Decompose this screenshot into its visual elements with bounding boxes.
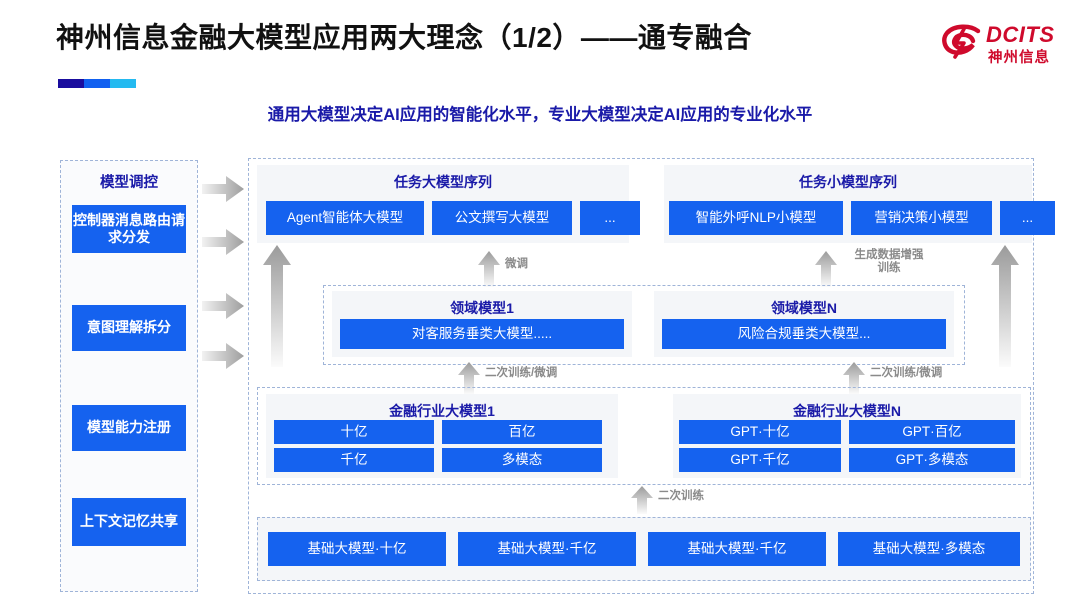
sidebar-item-intent-parsing[interactable]: 意图理解拆分 bbox=[72, 305, 186, 351]
domain-model-group: 领域模型1 对客服务垂类大模型..... 领域模型N 风险合规垂类大模型... bbox=[323, 285, 965, 365]
domain-model-right-box[interactable]: 风险合规垂类大模型... bbox=[662, 319, 946, 349]
model-control-panel: 模型调控 控制器消息路由请求分发 意图理解拆分 模型能力注册 上下文记忆共享 bbox=[60, 160, 198, 592]
task-large-model-box-more[interactable]: ... bbox=[580, 201, 640, 235]
page-subtitle: 通用大模型决定AI应用的智能化水平，专业大模型决定AI应用的专业化水平 bbox=[267, 106, 813, 124]
flow-arrow-data-aug bbox=[815, 251, 837, 287]
flow-arrow-up-right-tall bbox=[991, 245, 1019, 367]
swoosh-icon bbox=[942, 24, 982, 62]
base-model-group: 基础大模型·十亿 基础大模型·千亿 基础大模型·千亿 基础大模型·多模态 bbox=[257, 517, 1031, 581]
task-small-model-box-more[interactable]: ... bbox=[1000, 201, 1055, 235]
task-large-model-panel: 任务大模型序列 Agent智能体大模型 公文撰写大模型 ... bbox=[257, 165, 640, 243]
task-small-model-panel: 任务小模型序列 智能外呼NLP小模型 营销决策小模型 ... bbox=[664, 165, 1055, 243]
base-model-box-3[interactable]: 基础大模型·千亿 bbox=[648, 532, 826, 566]
task-small-model-box-1[interactable]: 智能外呼NLP小模型 bbox=[669, 201, 843, 235]
industry-left-box-3[interactable]: 千亿 bbox=[274, 448, 434, 472]
task-large-model-box-2[interactable]: 公文撰写大模型 bbox=[432, 201, 572, 235]
logo-brand: DCITS bbox=[986, 22, 1055, 47]
flow-arrow-right-4 bbox=[202, 343, 244, 369]
flow-arrow-retrain-center bbox=[631, 486, 653, 514]
domain-model-left-box[interactable]: 对客服务垂类大模型..... bbox=[340, 319, 624, 349]
industry-right-box-2[interactable]: GPT·百亿 bbox=[849, 420, 1015, 444]
industry-right-box-1[interactable]: GPT·十亿 bbox=[679, 420, 841, 444]
label-data-aug-line1: 生成数据增强 bbox=[854, 249, 924, 261]
task-small-model-box-2[interactable]: 营销决策小模型 bbox=[851, 201, 992, 235]
domain-model-right-panel: 领域模型N 风险合规垂类大模型... bbox=[654, 291, 954, 357]
sidebar-item-controller-routing[interactable]: 控制器消息路由请求分发 bbox=[72, 205, 186, 253]
domain-model-right-title: 领域模型N bbox=[770, 300, 838, 316]
industry-right-box-3[interactable]: GPT·千亿 bbox=[679, 448, 841, 472]
page-title: 神州信息金融大模型应用两大理念（1/2）——通专融合 bbox=[56, 22, 752, 53]
architecture-diagram: 任务大模型序列 Agent智能体大模型 公文撰写大模型 ... 任务小模型序列 … bbox=[248, 158, 1055, 594]
domain-model-left-panel: 领域模型1 对客服务垂类大模型..... bbox=[332, 291, 632, 357]
industry-left-box-1[interactable]: 十亿 bbox=[274, 420, 434, 444]
base-model-box-1[interactable]: 基础大模型·十亿 bbox=[268, 532, 446, 566]
industry-model-right-panel: 金融行业大模型N GPT·十亿 GPT·百亿 GPT·千亿 GPT·多模态 bbox=[673, 394, 1021, 478]
label-retrain-finetune-right: 二次训练/微调 bbox=[870, 367, 943, 379]
flow-arrow-fine-tune bbox=[478, 251, 500, 287]
company-logo: DCITS 神州信息 bbox=[942, 20, 1066, 72]
flow-arrow-up-left-tall bbox=[263, 245, 291, 367]
task-large-model-title: 任务大模型序列 bbox=[394, 174, 492, 190]
label-fine-tune: 微调 bbox=[505, 258, 528, 270]
industry-model-right-title: 金融行业大模型N bbox=[792, 403, 902, 419]
industry-model-left-title: 金融行业大模型1 bbox=[389, 403, 495, 419]
base-model-box-2[interactable]: 基础大模型·千亿 bbox=[458, 532, 636, 566]
label-retrain: 二次训练 bbox=[658, 490, 704, 502]
sidebar-item-capability-registry[interactable]: 模型能力注册 bbox=[72, 405, 186, 451]
domain-model-left-title: 领域模型1 bbox=[450, 300, 514, 316]
sidebar-title: 模型调控 bbox=[100, 175, 158, 191]
accent-bar bbox=[58, 79, 136, 88]
logo-brand-cn: 神州信息 bbox=[988, 50, 1050, 66]
base-model-box-4[interactable]: 基础大模型·多模态 bbox=[838, 532, 1020, 566]
flow-arrow-right-2 bbox=[202, 229, 244, 255]
industry-right-box-4[interactable]: GPT·多模态 bbox=[849, 448, 1015, 472]
flow-arrow-retrain-right bbox=[843, 362, 865, 394]
industry-model-left-panel: 金融行业大模型1 十亿 百亿 千亿 多模态 bbox=[266, 394, 618, 478]
sidebar-item-context-memory[interactable]: 上下文记忆共享 bbox=[72, 498, 186, 546]
industry-left-box-4[interactable]: 多模态 bbox=[442, 448, 602, 472]
industry-left-box-2[interactable]: 百亿 bbox=[442, 420, 602, 444]
flow-arrow-retrain-left bbox=[458, 362, 480, 394]
task-large-model-box-1[interactable]: Agent智能体大模型 bbox=[266, 201, 424, 235]
label-retrain-finetune-left: 二次训练/微调 bbox=[485, 367, 558, 379]
accent-seg-3 bbox=[110, 79, 136, 88]
flow-arrow-right-1 bbox=[202, 176, 244, 202]
task-small-model-title: 任务小模型序列 bbox=[799, 174, 897, 190]
accent-seg-2 bbox=[84, 79, 110, 88]
industry-model-group: 金融行业大模型1 十亿 百亿 千亿 多模态 金融行业大模型N GPT·十亿 GP… bbox=[257, 387, 1031, 485]
label-data-aug: 生成数据增强 训练 bbox=[843, 249, 935, 275]
flow-arrow-right-3 bbox=[202, 293, 244, 319]
accent-seg-1 bbox=[58, 79, 84, 88]
label-data-aug-line2: 训练 bbox=[877, 262, 901, 275]
